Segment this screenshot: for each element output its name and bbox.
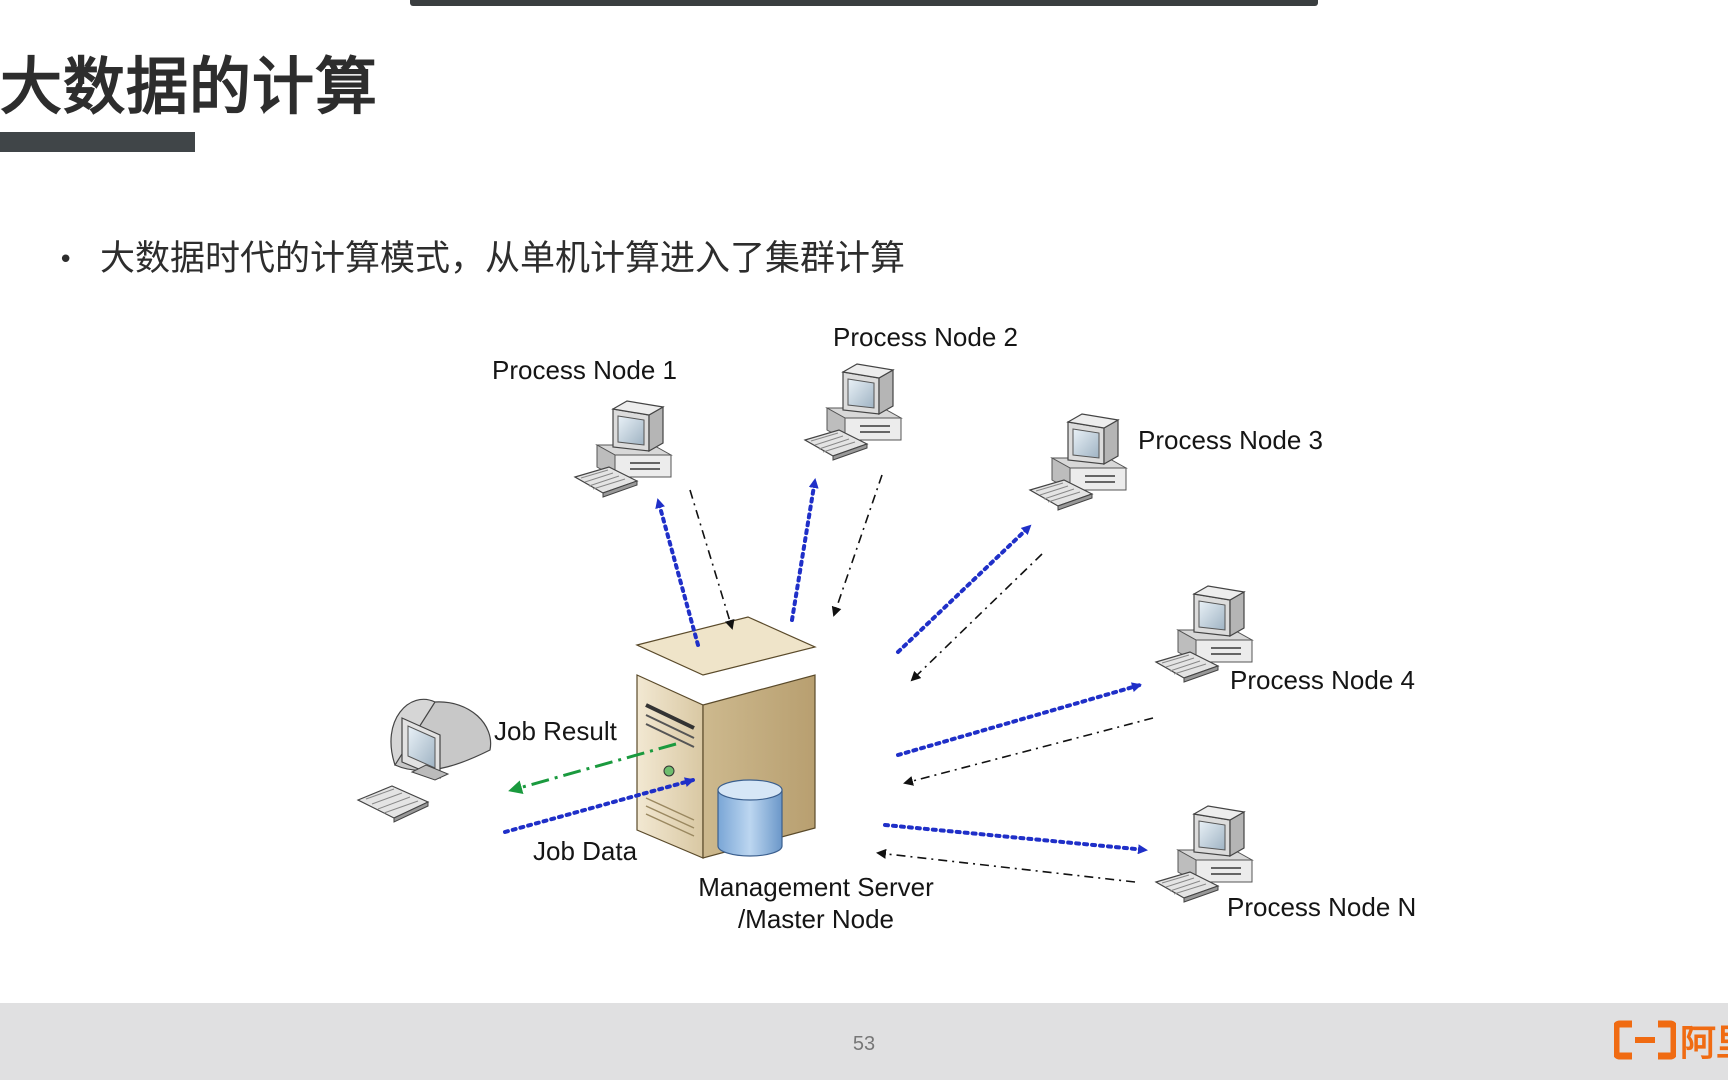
- title-underline: [0, 132, 195, 152]
- master-label-line-1: Management Server: [698, 872, 934, 902]
- job-result-arrow: [508, 742, 677, 795]
- return-arrows: [689, 474, 1154, 883]
- bullet-text: 大数据时代的计算模式，从单机计算进入了集群计算: [100, 239, 906, 279]
- master-label-line-2: /Master Node: [738, 904, 894, 934]
- client-computer-icon: [356, 698, 492, 823]
- cluster-diagram: Process Node 1 Process Node 2 Process No…: [356, 322, 1416, 934]
- process-node-4-label: Process Node 4: [1230, 665, 1415, 695]
- brand-logo: 阿里: [1614, 1018, 1728, 1064]
- alibaba-cloud-logo-icon: [1614, 1020, 1676, 1060]
- job-data-label: Job Data: [533, 836, 638, 866]
- process-node-3-computer-icon: [1029, 413, 1127, 511]
- slide-footer: 53 阿里: [0, 1003, 1728, 1080]
- dispatch-arrows: [503, 478, 1148, 855]
- process-node-3-label: Process Node 3: [1138, 425, 1323, 455]
- bullet-dot-icon: •: [58, 245, 74, 275]
- process-node-n-label: Process Node N: [1227, 892, 1416, 922]
- page-number: 53: [852, 1033, 876, 1055]
- management-server-icon: [635, 616, 817, 859]
- page-title: 大数据的计算: [0, 50, 379, 123]
- process-node-1-computer-icon: [574, 400, 672, 498]
- logo-text: 阿里: [1680, 1023, 1728, 1064]
- process-node-2-computer-icon: [804, 363, 902, 461]
- job-result-label: Job Result: [494, 716, 618, 746]
- process-node-n-computer-icon: [1155, 805, 1253, 903]
- process-node-2-label: Process Node 2: [833, 322, 1018, 352]
- bullet-item: • 大数据时代的计算模式，从单机计算进入了集群计算: [58, 230, 905, 281]
- process-node-1-label: Process Node 1: [492, 355, 677, 385]
- top-bar: [410, 0, 1318, 6]
